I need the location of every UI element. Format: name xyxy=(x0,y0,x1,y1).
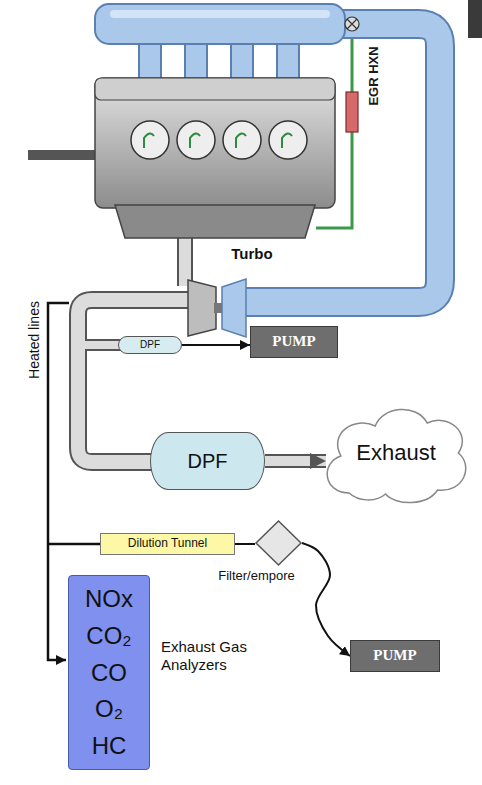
line-label: Heated lines xyxy=(26,301,42,379)
egr-heat-exchanger xyxy=(346,92,358,132)
cloud-shape xyxy=(327,409,466,502)
filter-capsule: DPF xyxy=(118,336,182,354)
heated-line xyxy=(48,303,69,660)
node-text: CO xyxy=(91,659,127,687)
egr-valve xyxy=(345,17,359,31)
piston-mark xyxy=(144,133,154,148)
intake-manifold xyxy=(95,4,345,44)
piston-mark xyxy=(236,133,246,148)
outside-label: Filter/empore xyxy=(218,569,295,584)
piston-mark xyxy=(190,133,200,148)
exhaust-pipe xyxy=(265,461,326,462)
connector-line xyxy=(235,543,255,545)
piston-mark xyxy=(282,133,292,148)
heated-line-branch xyxy=(48,543,100,546)
node-text: O₂ xyxy=(95,695,123,723)
pipe-arrow xyxy=(265,461,326,462)
node-text: CO₂ xyxy=(86,622,131,650)
pipe-outline xyxy=(265,454,326,468)
component-label: EGR HXN xyxy=(366,46,381,105)
crankshaft xyxy=(28,150,95,160)
compressor xyxy=(222,279,246,337)
turbine xyxy=(188,280,216,336)
diamond-shape xyxy=(256,521,301,565)
node-text: Exhaust xyxy=(356,440,436,465)
outside-label: Exhaust Gas Analyzers xyxy=(161,638,261,674)
node-text: Dilution Tunnel xyxy=(128,537,207,551)
exhaust-cloud: Exhaust xyxy=(318,398,474,508)
diamond-outline xyxy=(255,520,302,566)
node-text: DPF xyxy=(140,339,160,351)
sample-line xyxy=(235,544,255,545)
engine-block xyxy=(95,78,335,208)
analyzer-box: NOxCO₂COO₂HCExhaust Gas Analyzers xyxy=(68,575,150,770)
pump-box: PUMP xyxy=(250,326,338,358)
cylinder xyxy=(177,121,215,159)
dpf-cylinder: DPF xyxy=(150,432,265,490)
pipe-fill xyxy=(265,456,326,466)
dilution-tunnel: Dilution Tunnel xyxy=(100,533,235,555)
node-text: PUMP xyxy=(373,647,416,664)
component-label: Turbo xyxy=(231,245,272,262)
egr-valve-cross xyxy=(347,19,357,29)
node-text: NOx xyxy=(85,585,133,613)
manifold-highlight xyxy=(110,10,330,18)
node-text: HC xyxy=(92,732,127,760)
oil-pan xyxy=(115,205,315,238)
cylinder xyxy=(131,121,169,159)
cylinder xyxy=(223,121,261,159)
pump-box: PUMP xyxy=(350,640,440,672)
connector-line xyxy=(302,543,350,656)
cylinder xyxy=(269,121,307,159)
flow-arrow xyxy=(182,345,250,346)
flow-arrow xyxy=(302,543,350,656)
node-text: PUMP xyxy=(272,333,315,350)
filter-diamond: Filter/empore xyxy=(255,520,302,566)
connector-line xyxy=(182,344,250,346)
photo-fragment xyxy=(468,0,482,38)
node-text: DPF xyxy=(188,450,228,473)
cylinder-head xyxy=(95,78,335,100)
